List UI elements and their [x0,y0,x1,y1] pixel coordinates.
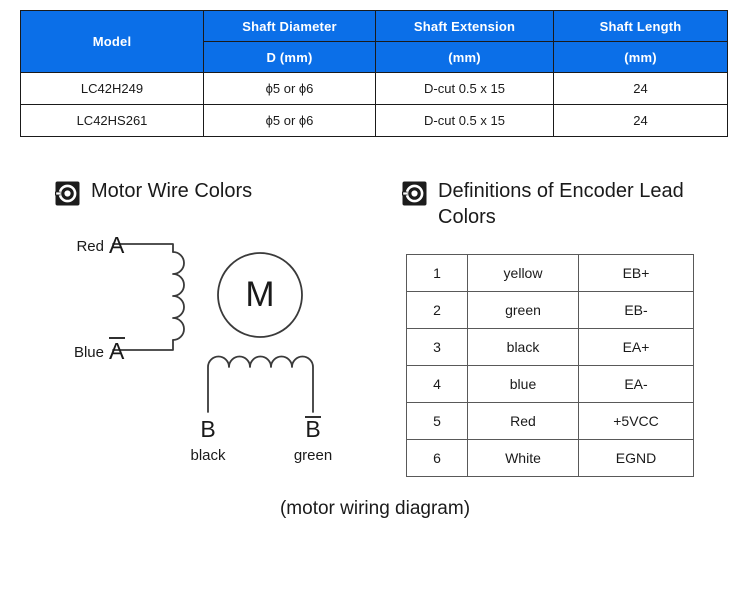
subheader-length-unit: (mm) [553,41,728,73]
table-row: 4 blue EA- [406,365,694,403]
table-row: LC42HS261 ϕ5 or ϕ6 D-cut 0.5 x 15 24 [20,104,728,137]
cell-model: LC42HS261 [20,104,204,137]
phase-a-bottom-terminal-label: A [109,338,125,364]
target-icon [402,181,427,206]
cell-length: 24 [553,72,728,105]
table-row: 6 White EGND [406,439,694,477]
motor-body-label: M [245,275,274,314]
target-icon [55,181,80,206]
cell-pin-number: 1 [406,254,468,292]
header-shaft-extension: Shaft Extension [375,10,554,42]
table-row: 2 green EB- [406,291,694,329]
phase-b-right-color-label: green [294,447,332,464]
cell-signal: EB+ [578,254,694,292]
cell-signal: EA- [578,365,694,403]
encoder-lead-colors-heading: Definitions of Encoder Lead Colors [402,178,722,230]
phase-a-bottom-color-label: Blue [74,344,104,361]
shaft-spec-table: Model Shaft Diameter Shaft Extension Sha… [20,10,728,137]
header-shaft-length: Shaft Length [553,10,728,42]
phase-a-top-terminal-label: A [109,232,125,258]
cell-signal: EB- [578,291,694,329]
table-header-row-1: Model Shaft Diameter Shaft Extension Sha… [20,10,728,73]
cell-pin-number: 5 [406,402,468,440]
cell-diameter: ϕ5 or ϕ6 [203,72,376,105]
cell-pin-number: 4 [406,365,468,403]
header-model: Model [20,10,204,73]
cell-wire-color: yellow [467,254,579,292]
cell-diameter: ϕ5 or ϕ6 [203,104,376,137]
cell-extension: D-cut 0.5 x 15 [375,104,554,137]
encoder-table: 1 yellow EB+ 2 green EB- 3 black EA+ 4 b… [406,254,694,477]
table-row: 3 black EA+ [406,328,694,366]
table-row: 5 Red +5VCC [406,402,694,440]
subheader-diameter-unit: D (mm) [203,41,376,73]
motor-wiring-diagram: Red A Blue A M B black B green [60,232,390,472]
cell-extension: D-cut 0.5 x 15 [375,72,554,105]
cell-model: LC42H249 [20,72,204,105]
table-row: LC42H249 ϕ5 or ϕ6 D-cut 0.5 x 15 24 [20,72,728,105]
spec-table: Model Shaft Diameter Shaft Extension Sha… [20,10,728,137]
section-title: Motor Wire Colors [91,180,253,202]
cell-signal: EGND [578,439,694,477]
cell-wire-color: black [467,328,579,366]
cell-wire-color: blue [467,365,579,403]
header-shaft-diameter: Shaft Diameter [203,10,376,42]
cell-wire-color: Red [467,402,579,440]
phase-b-right-terminal-label: B [305,416,320,442]
section-title: Definitions of Encoder Lead Colors [438,180,684,228]
motor-wire-colors-heading: Motor Wire Colors [55,178,375,206]
encoder-lead-table: 1 yellow EB+ 2 green EB- 3 black EA+ 4 b… [406,254,694,477]
cell-signal: EA+ [578,328,694,366]
cell-wire-color: green [467,291,579,329]
cell-pin-number: 6 [406,439,468,477]
subheader-extension-unit: (mm) [375,41,554,73]
table-header-row-2: D (mm) (mm) (mm) [21,41,728,73]
phase-b-left-color-label: black [190,447,226,464]
cell-pin-number: 2 [406,291,468,329]
cell-signal: +5VCC [578,402,694,440]
phase-b-left-terminal-label: B [200,416,215,442]
cell-pin-number: 3 [406,328,468,366]
table-row: 1 yellow EB+ [406,254,694,292]
cell-length: 24 [553,104,728,137]
diagram-caption: (motor wiring diagram) [279,498,471,519]
phase-a-top-color-label: Red [76,238,104,255]
cell-wire-color: White [467,439,579,477]
